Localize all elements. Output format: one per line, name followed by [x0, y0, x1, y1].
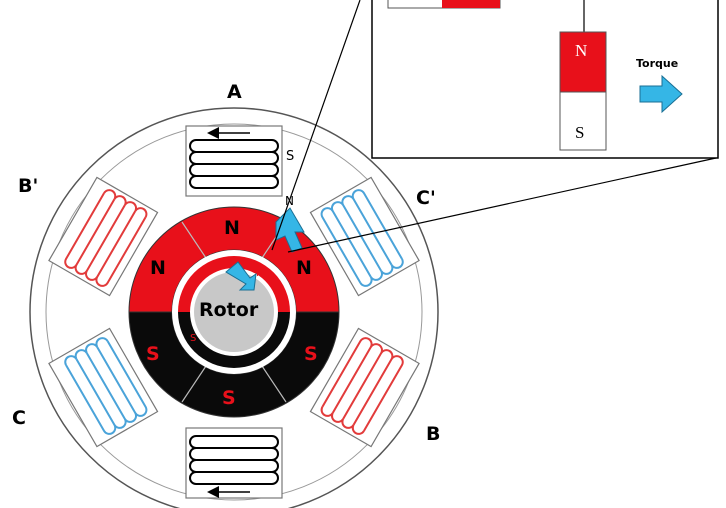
inset-panel: [371, 0, 719, 159]
rotor-south-label-left: S: [146, 343, 160, 365]
rotor-label: Rotor: [199, 299, 259, 321]
inset-magnet-south: [559, 91, 607, 151]
rotor-inner-south-label: S: [190, 333, 196, 344]
pole-c: [48, 327, 159, 448]
inset-south-label: S: [575, 123, 584, 142]
pole-b: [309, 327, 420, 448]
rotor-flux-arrow: [225, 261, 257, 291]
label-phase-b-prime: B': [18, 175, 38, 197]
rotor-south-label-bottom: S: [222, 387, 236, 409]
rotor-south-label-right: S: [304, 343, 318, 365]
torque-label: Torque: [636, 57, 678, 70]
label-phase-a: A: [227, 81, 242, 103]
rotor-north-label-left: N: [150, 257, 166, 279]
label-phase-c-prime: C': [416, 187, 436, 209]
pole-b-prime: [48, 176, 159, 297]
inner-south-arc: [178, 312, 290, 368]
rotor-north-label-right: N: [296, 257, 312, 279]
inset-magnet-north: [559, 31, 607, 93]
pole-c-prime: [309, 176, 420, 297]
inset-north-label: N: [575, 41, 587, 60]
label-phase-c: C: [12, 407, 26, 429]
inner-north-arc: [178, 256, 290, 312]
torque-arrow-icon: [639, 74, 683, 114]
stator-inner-outline: [45, 123, 423, 501]
rotor-north-label-top: N: [224, 217, 240, 239]
label-phase-b: B: [426, 423, 440, 445]
stator-pole-label-s: S: [286, 149, 294, 164]
pole-a-top: [185, 125, 283, 197]
rotor-core: [194, 272, 274, 352]
pole-a-bottom: [185, 427, 283, 499]
rotor-inner-north-label: N: [256, 268, 263, 279]
stator-pole-label-n: N: [285, 194, 294, 208]
